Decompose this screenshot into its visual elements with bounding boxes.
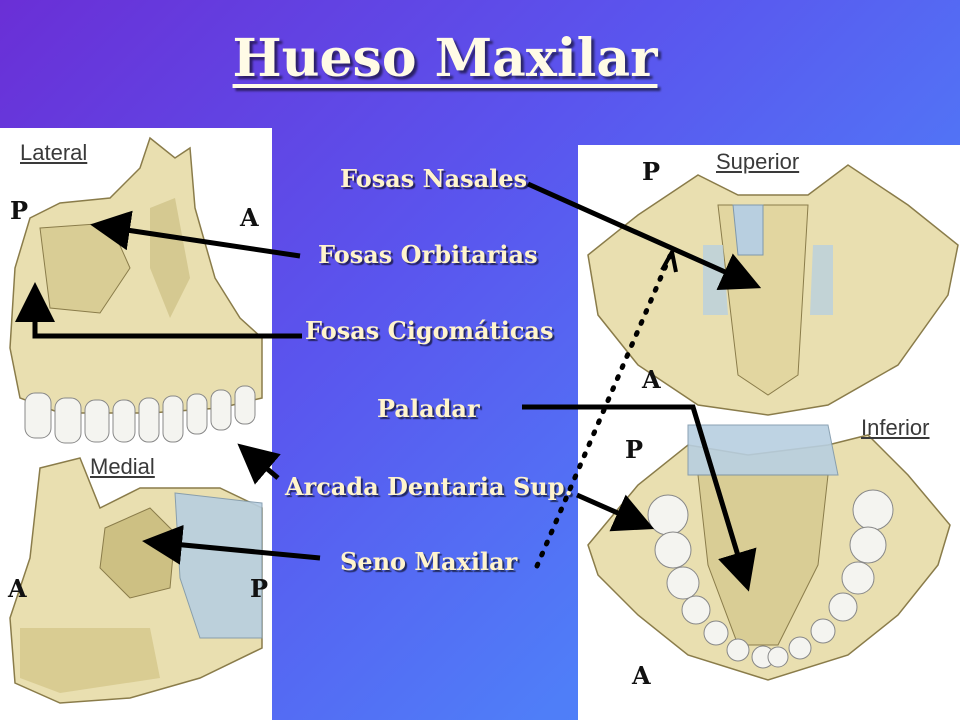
medial-view-image: Medial A P <box>0 448 272 720</box>
view-label-medial: Medial <box>90 454 155 479</box>
view-label-lateral: Lateral <box>20 140 88 165</box>
maxilla-medial-illustration <box>9 457 263 704</box>
slide-title: Hueso Maxilar <box>232 28 658 89</box>
arrow-fosas-cigomaticas <box>14 282 302 339</box>
label-fosas-nasales: Fosas Nasales <box>340 164 528 193</box>
view-label-inferior: Inferior <box>861 415 930 440</box>
dotted-arrow-head <box>660 246 678 273</box>
arrow-fosas-orbitarias <box>90 210 301 259</box>
dotted-arrow-seno-maxilar <box>534 253 673 569</box>
direction-anterior-medial: A <box>8 574 27 603</box>
maxilla-superior-inferior-illustration <box>587 164 959 681</box>
lateral-view-image: Lateral P A <box>0 128 272 463</box>
label-fosas-cigomaticas: Fosas Cigomáticas <box>305 316 554 345</box>
direction-posterior-lateral: P <box>10 196 29 225</box>
arrow-arcada-dentaria-right <box>575 492 655 532</box>
label-arcada-dentaria: Arcada Dentaria Sup. <box>285 472 573 501</box>
arrow-arcada-dentaria-left <box>237 443 281 485</box>
maxilla-lateral-illustration <box>9 136 263 444</box>
direction-posterior-inferior: P <box>625 435 644 464</box>
direction-posterior-superior: P <box>642 157 661 186</box>
arrow-seno-maxilar <box>142 524 321 565</box>
direction-anterior-inferior: A <box>632 661 651 690</box>
direction-posterior-medial: P <box>250 574 269 603</box>
arrow-fosas-nasales <box>526 181 762 291</box>
view-label-superior: Superior <box>716 149 800 174</box>
label-seno-maxilar: Seno Maxilar <box>340 547 518 576</box>
direction-anterior-lateral: A <box>240 203 259 232</box>
superior-inferior-view-image: Superior Inferior P A P A <box>578 145 960 720</box>
direction-anterior-superior: A <box>642 365 661 394</box>
arrow-paladar <box>522 404 757 592</box>
label-fosas-orbitarias: Fosas Orbitarias <box>318 240 538 269</box>
label-paladar: Paladar <box>377 394 480 423</box>
